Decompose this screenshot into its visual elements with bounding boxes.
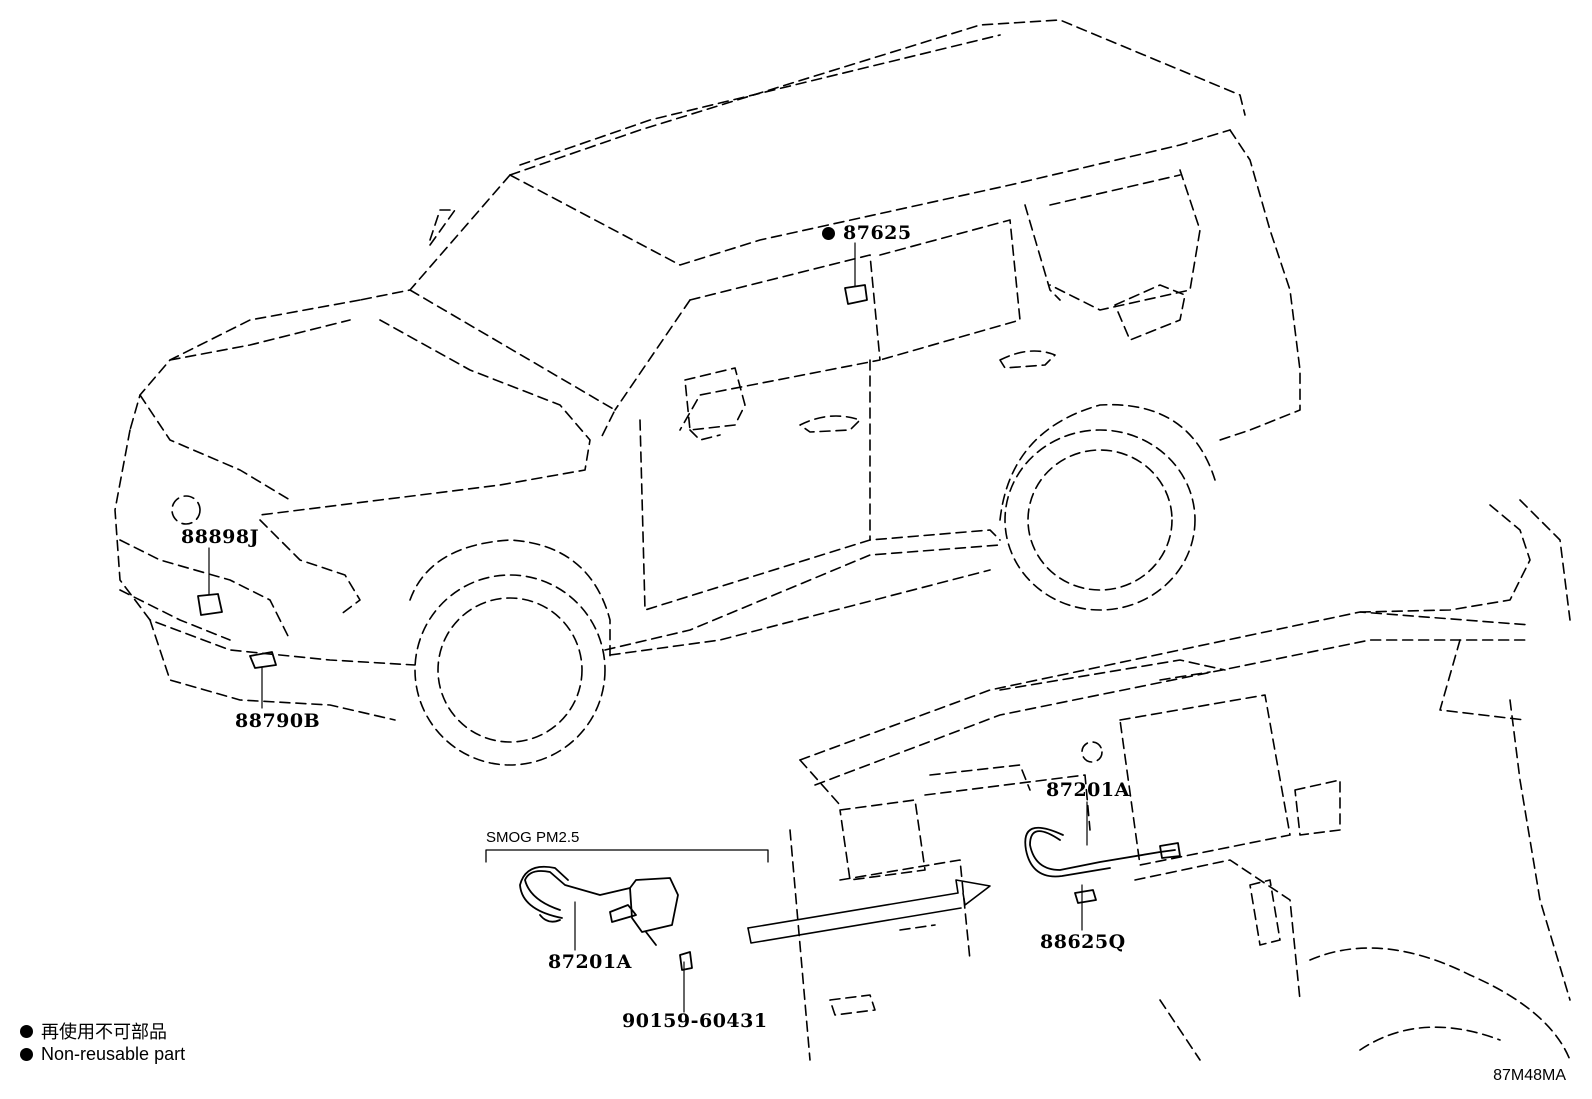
non-reusable-dot-icon [20, 1048, 33, 1061]
direction-arrow [747, 879, 991, 929]
legend-japanese-text: 再使用不可部品 [41, 1022, 167, 1042]
inset-title: SMOG PM2.5 [486, 829, 580, 846]
part-number-88898J: 88898J [181, 526, 260, 548]
leader-lines [208, 242, 1088, 1013]
non-reusable-dot-icon [20, 1024, 33, 1038]
vehicle-parts [197, 284, 868, 669]
non-reusable-dot-icon [822, 226, 835, 240]
part-87625-label: 87625 [822, 222, 912, 244]
legend-japanese: 再使用不可部品 [20, 1018, 167, 1044]
legend-english-text: Non-reusable part [41, 1044, 186, 1064]
part-number-88625Q: 88625Q [1040, 931, 1126, 953]
sensor-88625Q [1074, 889, 1097, 904]
legend-english: Non-reusable part [20, 1044, 185, 1065]
vehicle-illustration [114, 19, 1301, 766]
part-number-88790B: 88790B [235, 710, 321, 732]
sensor-87625 [844, 284, 868, 305]
bolt-90159-60431 [679, 951, 693, 971]
part-number-87201A-dashboard: 87201A [1046, 779, 1130, 801]
sensor-88790B [249, 651, 277, 669]
part-number-87625: 87625 [843, 222, 912, 244]
dashboard-illustration [789, 499, 1571, 1061]
inset-harness [519, 865, 693, 971]
dashboard-harness [1024, 826, 1181, 904]
part-number-87201A-inset: 87201A [548, 951, 632, 973]
figure-code: 87M48MA [1493, 1067, 1566, 1084]
part-number-90159-60431: 90159-60431 [622, 1010, 768, 1032]
sensor-88898J [197, 593, 223, 616]
smog-inset [485, 849, 769, 863]
